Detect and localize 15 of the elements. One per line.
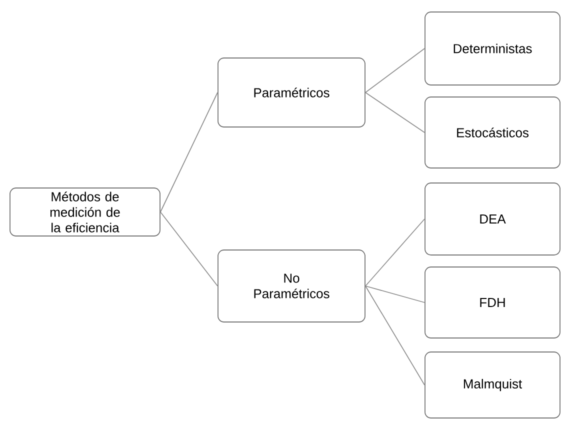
connector-line — [160, 92, 218, 212]
box: No Paramétricos — [218, 250, 366, 322]
box: DEA — [424, 182, 560, 256]
box: FDH — [424, 266, 560, 338]
box: Malmquist — [424, 352, 560, 418]
box: Estocásticos — [424, 96, 560, 168]
box: Métodos de medición de la eficiencia — [10, 188, 160, 236]
connector-line — [160, 212, 218, 286]
connector-line — [365, 48, 425, 93]
connector-line — [365, 286, 425, 303]
connector-line — [365, 92, 425, 133]
connector-line — [365, 218, 425, 286]
box: Paramétricos — [218, 58, 366, 128]
box: Deterministas — [424, 12, 560, 86]
connector-line — [365, 286, 425, 386]
